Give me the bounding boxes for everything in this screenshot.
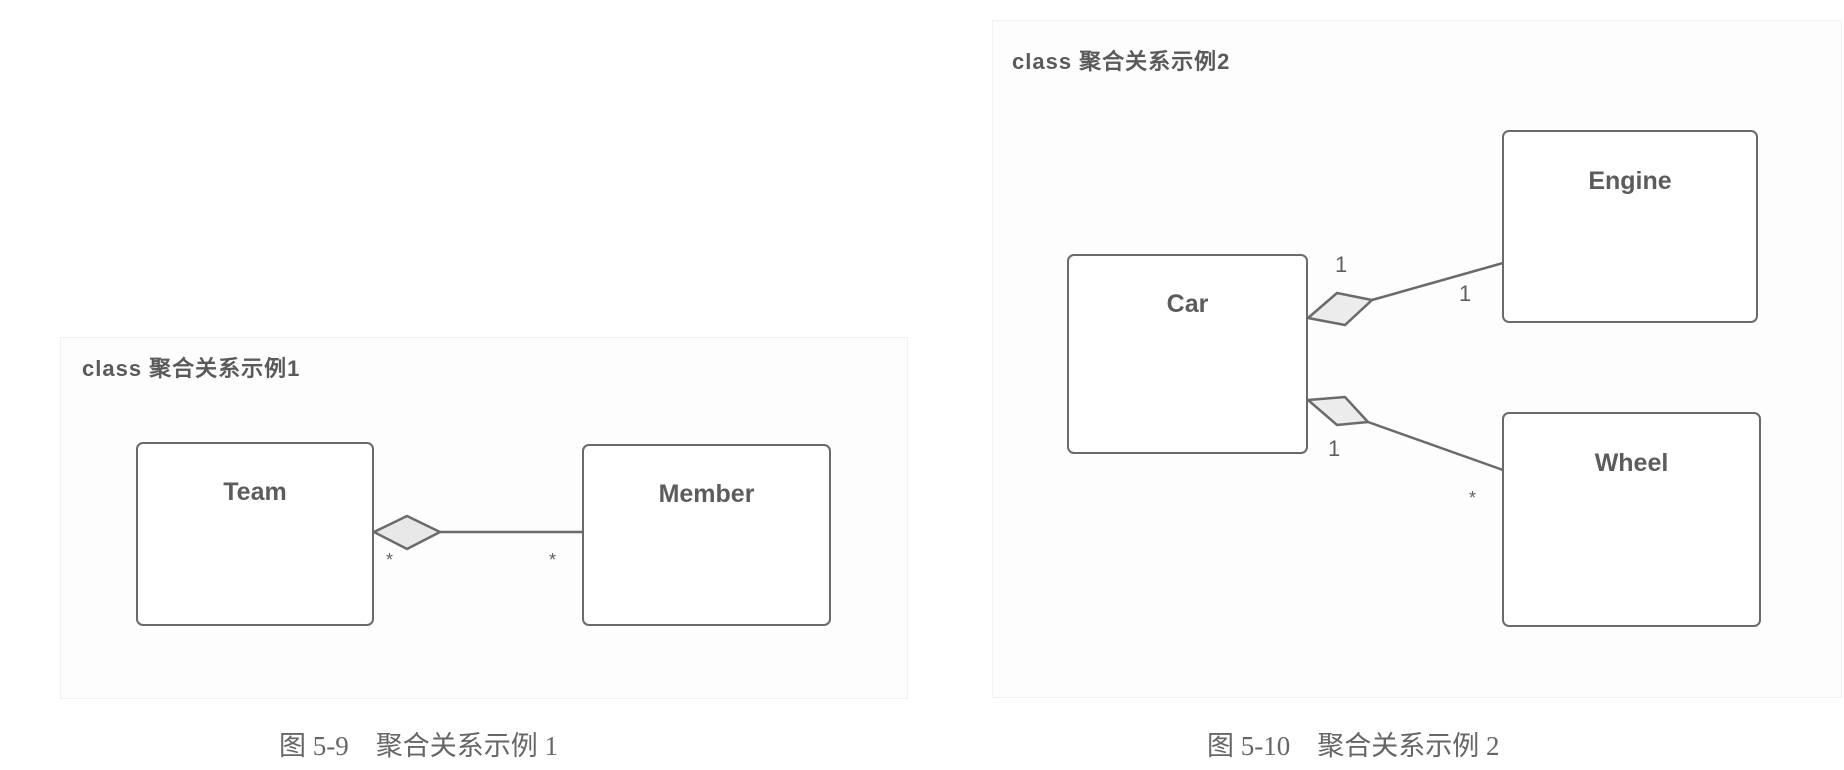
multiplicity-team: * bbox=[386, 550, 394, 570]
class-car-name: Car bbox=[1166, 290, 1209, 318]
multiplicity-member: * bbox=[549, 550, 557, 570]
figure-caption-5-10: 图 5-10 聚合关系示例 2 bbox=[1207, 731, 1500, 761]
multiplicity-car-wheel: 1 bbox=[1328, 436, 1341, 461]
class-wheel[interactable]: Wheel bbox=[1502, 412, 1761, 627]
class-team[interactable]: Team bbox=[136, 442, 374, 626]
class-team-name: Team bbox=[223, 478, 287, 506]
figure-caption-5-9: 图 5-9 聚合关系示例 1 bbox=[279, 731, 558, 761]
class-wheel-name: Wheel bbox=[1594, 449, 1669, 477]
class-engine[interactable]: Engine bbox=[1502, 130, 1758, 323]
multiplicity-engine: 1 bbox=[1459, 281, 1472, 306]
multiplicity-car-engine: 1 bbox=[1335, 252, 1348, 277]
class-member[interactable]: Member bbox=[582, 444, 831, 626]
class-engine-name: Engine bbox=[1588, 167, 1672, 195]
class-car[interactable]: Car bbox=[1067, 254, 1308, 454]
multiplicity-wheel: * bbox=[1469, 488, 1477, 508]
diagram1-title: class 聚合关系示例1 bbox=[82, 356, 301, 381]
class-member-name: Member bbox=[658, 480, 755, 508]
diagram2-title: class 聚合关系示例2 bbox=[1012, 49, 1231, 74]
